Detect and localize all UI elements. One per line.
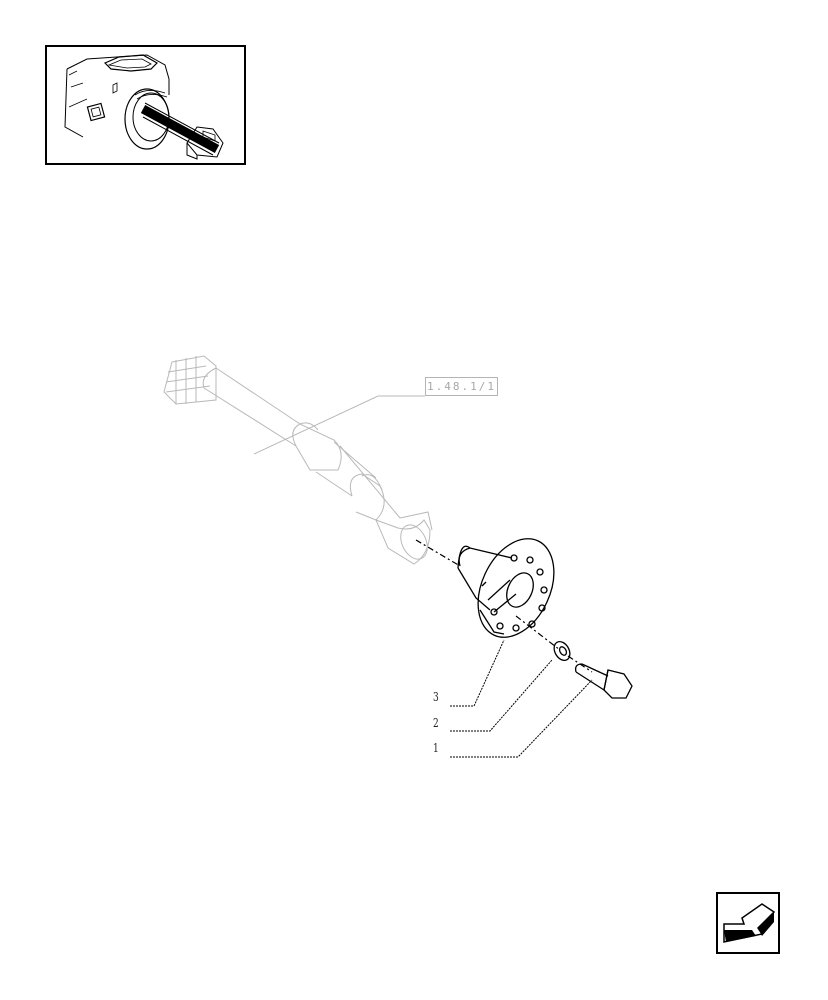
part-3-flanged-hub [457,538,555,638]
pto-shaft-thumbnail-drawing [64,54,224,160]
part-1-bolt [574,663,633,699]
reference-leader-line [253,395,425,455]
back-arrow-icon [723,903,776,943]
reference-shaft-ghost [163,355,433,565]
callout-2: 2 [432,716,439,730]
back-navigation-button[interactable] [716,892,780,954]
callout-leaders [450,639,593,758]
callout-1: 1 [432,741,439,755]
axis-line-lower [515,615,561,651]
reference-link-box[interactable]: 1.48.1/1 [425,377,498,396]
callout-3: 3 [432,690,439,704]
axis-line-upper [415,539,461,567]
part-2-lock-washer [553,641,571,661]
location-thumbnail [45,45,246,165]
